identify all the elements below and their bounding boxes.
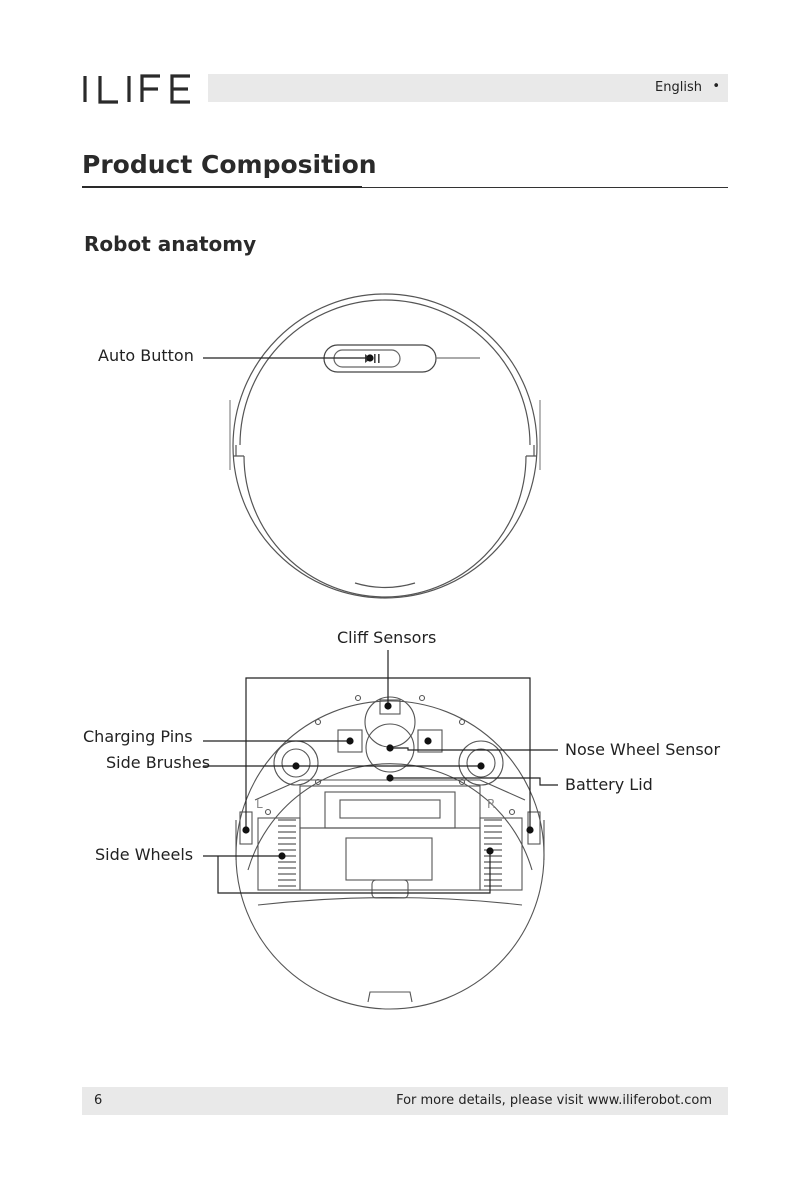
robot-bottom-view xyxy=(236,696,544,1010)
page-number: 6 xyxy=(94,1093,102,1108)
page-footer: 6 For more details, please visit www.ili… xyxy=(82,1087,728,1115)
label-cliff-sensors: Cliff Sensors xyxy=(337,628,436,647)
label-battery-lid: Battery Lid xyxy=(565,775,653,794)
wheel-left-mark: L xyxy=(256,797,263,811)
wheel-right-mark: R xyxy=(487,797,495,811)
side-wheel-treads xyxy=(278,820,502,886)
label-side-wheels: Side Wheels xyxy=(95,845,193,864)
callout-markers xyxy=(242,702,533,859)
label-nose-wheel-sensor: Nose Wheel Sensor xyxy=(565,740,720,759)
footer-website-text: For more details, please visit www.ilife… xyxy=(396,1093,712,1108)
callout-leaders xyxy=(203,650,558,893)
robot-top-view xyxy=(230,294,540,598)
label-charging-pins: Charging Pins xyxy=(83,727,193,746)
label-auto-button: Auto Button xyxy=(98,346,194,365)
label-side-brushes: Side Brushes xyxy=(106,753,210,772)
